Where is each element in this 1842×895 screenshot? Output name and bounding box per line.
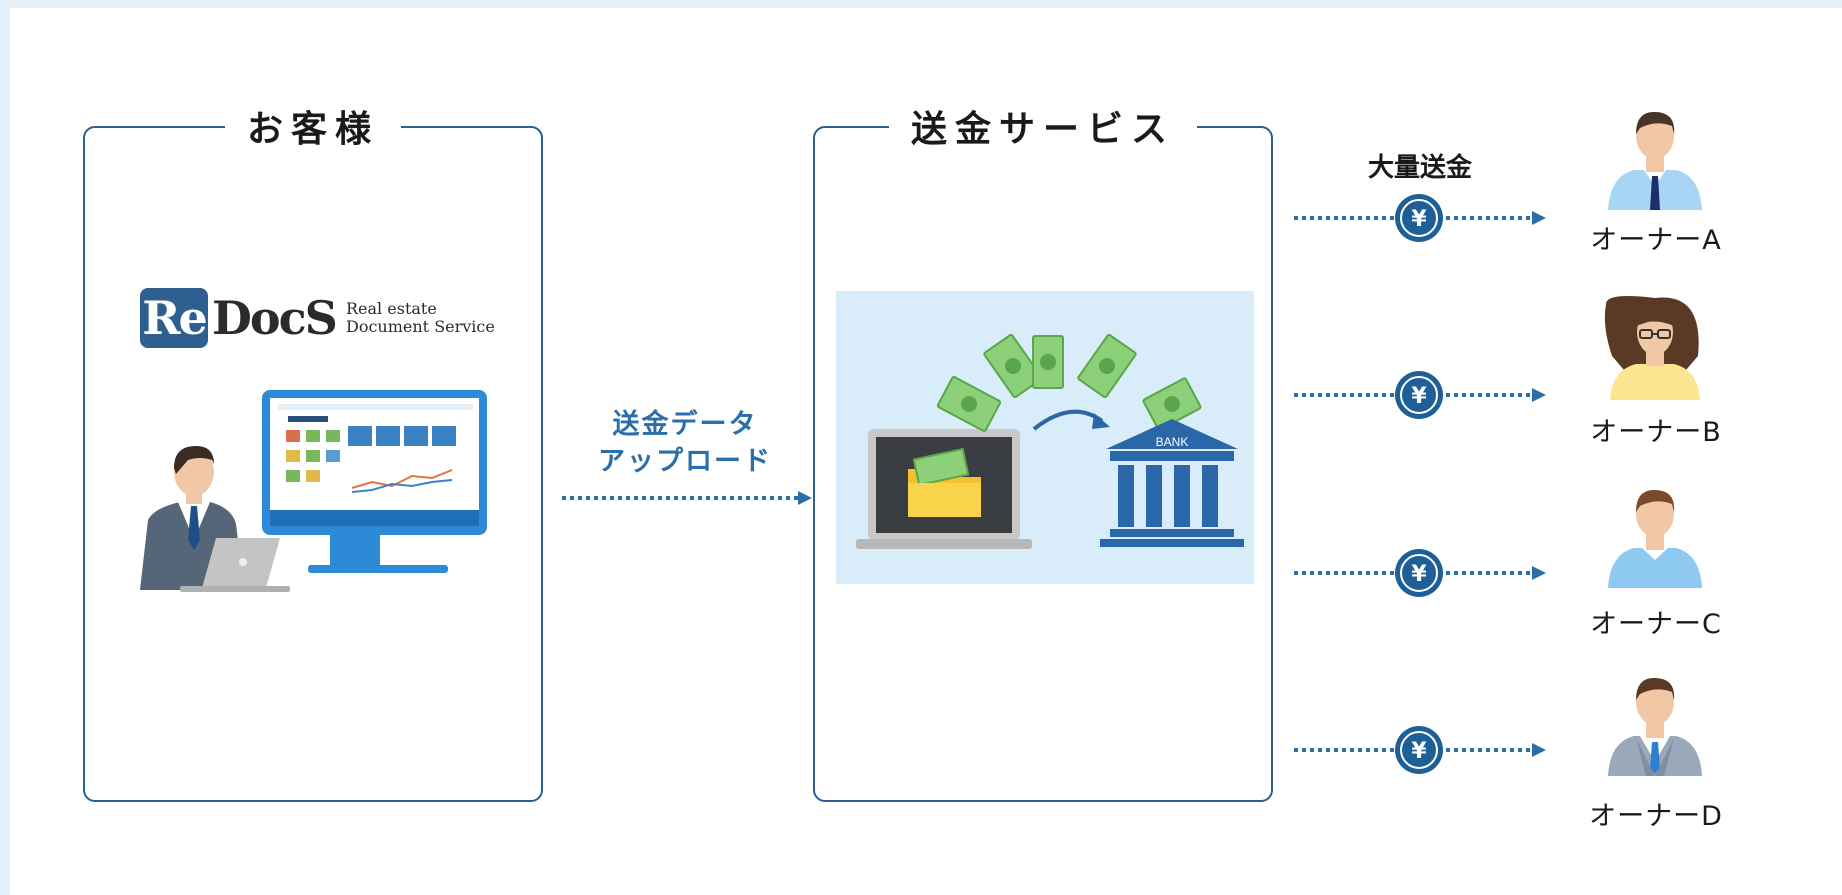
bank-sign: BANK [1156, 435, 1189, 449]
owner-b-avatar [1604, 296, 1700, 400]
transfer-arrow-owner-c: ¥ [1294, 549, 1546, 597]
yen-symbol: ¥ [1411, 207, 1427, 232]
upload-label-line2: アップロード [598, 446, 772, 477]
service-panel-title: 送金サービス [888, 100, 1198, 152]
owner-d-avatar [1608, 677, 1702, 776]
owner-c-name: オーナーC [1590, 609, 1722, 640]
upload-arrow [562, 491, 812, 505]
customer-panel-title: お客様 [224, 100, 402, 152]
transfer-arrows: ¥ ¥ ¥ ¥ [1294, 194, 1546, 774]
logo-tagline-line2: Document Service [346, 317, 495, 336]
yen-coin-icon [1395, 549, 1443, 597]
yen-symbol: ¥ [1411, 562, 1427, 587]
logo-word: DocS [212, 291, 338, 345]
transfer-arrow-owner-d: ¥ [1294, 726, 1546, 774]
logo-mark: Re [140, 288, 208, 348]
yen-symbol: ¥ [1411, 384, 1427, 409]
businessman-monitor-illustration [140, 390, 487, 592]
service-panel: 送金サービス [813, 100, 1273, 802]
transfer-arrow-owner-a: ¥ [1294, 194, 1546, 242]
upload-flow-label: 送金データ アップロード [565, 406, 805, 480]
transfer-illustration: BANK [836, 291, 1254, 584]
transfer-arrow-owner-b: ¥ [1294, 371, 1546, 419]
yen-symbol: ¥ [1411, 739, 1427, 764]
owner-c-avatar [1608, 489, 1702, 588]
owner-b-name: オーナーB [1590, 417, 1722, 448]
logo-tagline-line1: Real estate [346, 299, 437, 318]
owner-a-name: オーナーA [1590, 225, 1722, 256]
owner-d-name: オーナーD [1589, 801, 1723, 832]
yen-coin-icon [1395, 194, 1443, 242]
bulk-transfer-label: 大量送金 [1367, 153, 1472, 183]
upload-label-line1: 送金データ [612, 409, 758, 440]
diagram-canvas: お客様 Re DocS Real estate Document Service [10, 8, 1842, 895]
yen-coin-icon [1395, 726, 1443, 774]
owner-a-avatar [1608, 111, 1702, 210]
yen-coin-icon [1395, 371, 1443, 419]
logo-tagline: Real estate Document Service [346, 300, 536, 336]
customer-panel: お客様 [83, 100, 543, 802]
